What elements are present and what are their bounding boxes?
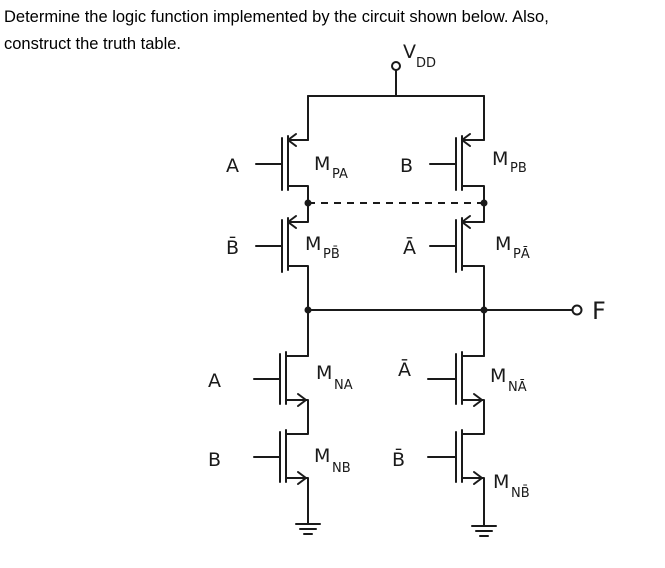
- nmos-right-column: [427, 309, 497, 537]
- svg-text:PA: PA: [332, 167, 348, 182]
- gate-label-mna: A: [208, 370, 221, 392]
- name-label-mnb: M NB: [314, 445, 351, 476]
- svg-text:M: M: [314, 445, 330, 467]
- svg-text:M: M: [495, 233, 511, 255]
- name-label-mpabar: M PĀ: [495, 233, 530, 262]
- name-label-mpa: M PA: [314, 153, 348, 182]
- name-label-mpbbar: M PB̄: [305, 233, 340, 262]
- output-terminal: [571, 304, 583, 316]
- svg-text:NB: NB: [332, 461, 351, 476]
- gate-label-mpa: A: [226, 155, 239, 177]
- pmos-right-column: [429, 95, 485, 311]
- gate-label-mpabar: Ā: [403, 235, 416, 259]
- pmos-left-column: [255, 95, 309, 311]
- name-label-mnabar: M NĀ: [490, 365, 527, 395]
- gate-label-mnabar: Ā: [398, 357, 411, 381]
- question-text: Determine the logic function implemented…: [4, 4, 664, 58]
- svg-text:M: M: [305, 233, 321, 255]
- gate-label-mnbbar: B̄: [392, 447, 405, 471]
- gate-label-mpbbar: B̄: [226, 235, 239, 259]
- question-line-2: construct the truth table.: [4, 35, 182, 53]
- vdd-terminal: [391, 61, 401, 97]
- svg-text:M: M: [314, 153, 330, 175]
- gate-label-mpb: B: [400, 155, 413, 177]
- vdd-label: V: [403, 41, 416, 63]
- vdd-label-sub: DD: [416, 56, 436, 71]
- name-label-mpb: M PB: [492, 148, 527, 176]
- svg-text:PB̄: PB̄: [323, 247, 340, 262]
- svg-text:NĀ: NĀ: [508, 380, 527, 395]
- svg-text:PB: PB: [510, 161, 527, 176]
- output-label: F: [592, 297, 606, 325]
- svg-text:PĀ: PĀ: [513, 247, 530, 262]
- name-label-mna: M NA: [316, 362, 353, 393]
- question-line-1: Determine the logic function implemented…: [4, 8, 549, 26]
- name-label-mnbbar: M NB̄: [493, 471, 530, 501]
- svg-text:M: M: [492, 148, 508, 170]
- junction-dot: [304, 199, 312, 207]
- svg-text:NB̄: NB̄: [511, 486, 530, 501]
- svg-text:M: M: [493, 471, 509, 493]
- svg-text:M: M: [490, 365, 506, 387]
- svg-text:M: M: [316, 362, 332, 384]
- nmos-left-column: [253, 309, 321, 535]
- junction-dot: [480, 199, 488, 207]
- svg-text:NA: NA: [334, 378, 353, 393]
- gate-label-mnb: B: [208, 449, 221, 471]
